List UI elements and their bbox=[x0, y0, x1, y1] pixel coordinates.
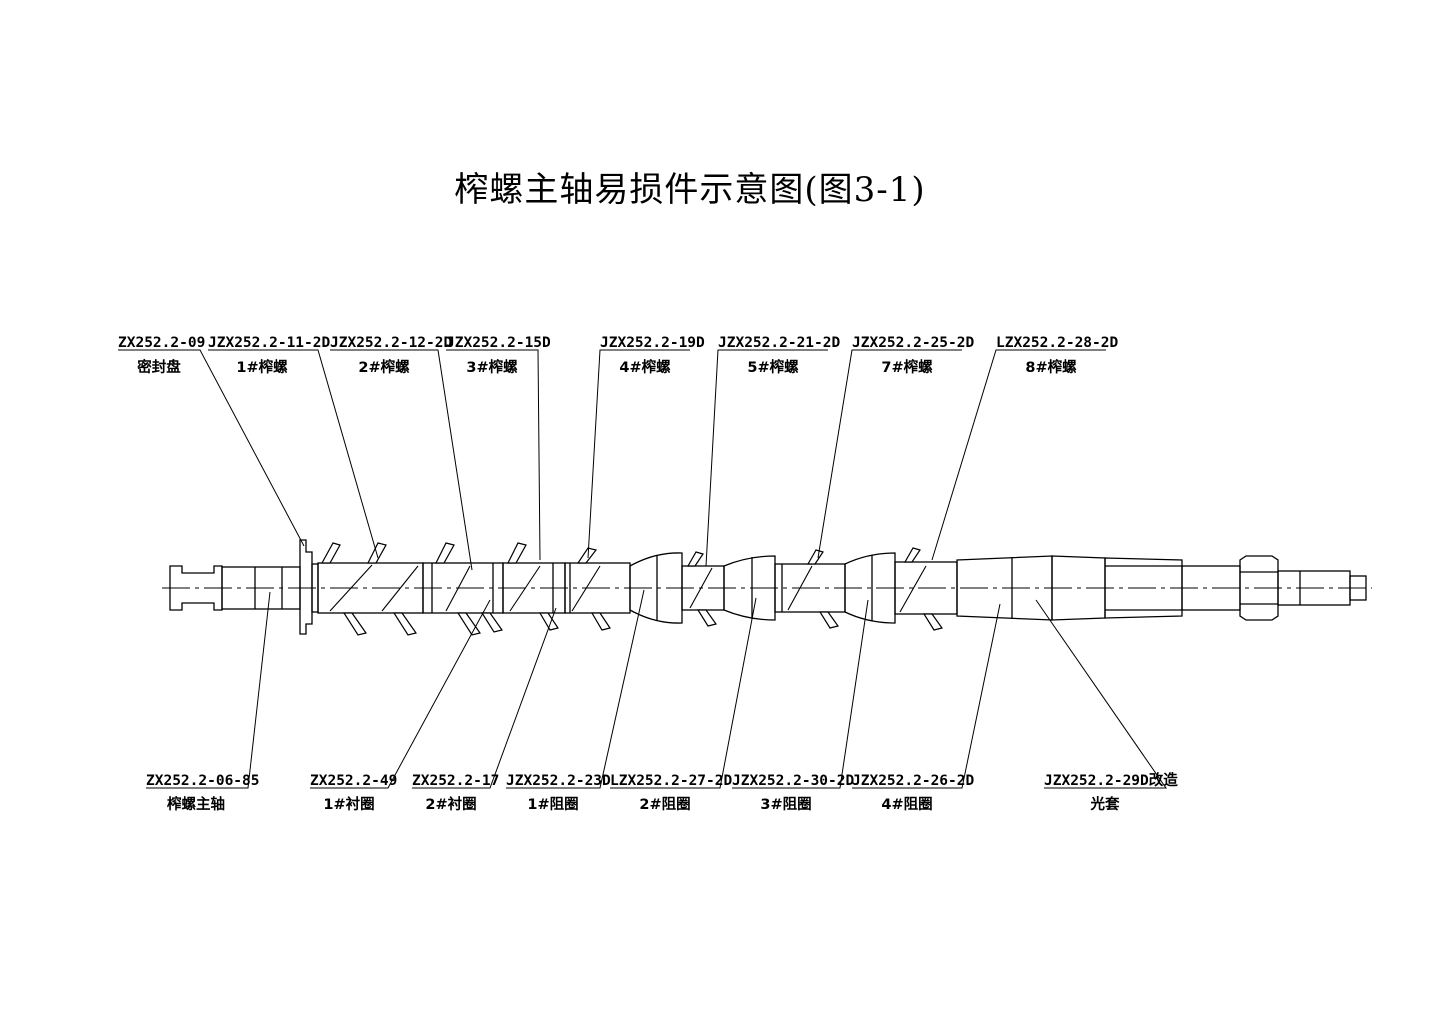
leader-lines bbox=[118, 349, 1167, 789]
label-ring-1-name: 1#阻圈 bbox=[527, 796, 578, 813]
label-liner-2-name: 2#衬圈 bbox=[425, 795, 476, 813]
label-ring-3-name: 3#阻圈 bbox=[760, 796, 811, 813]
label-ring-1-code: JZX252.2-23D bbox=[506, 773, 611, 789]
label-seal-disc-code: ZX252.2-09 bbox=[118, 335, 205, 351]
shaft-left-end bbox=[169, 565, 223, 611]
lock-nut bbox=[1239, 555, 1279, 621]
label-ring-3-code: JZX252.2-30-2D bbox=[732, 773, 854, 789]
label-main-shaft-name: 榨螺主轴 bbox=[167, 795, 225, 813]
label-seal-disc-name: 密封盘 bbox=[137, 358, 181, 376]
label-screw-2-code: JZX252.2-12-2D bbox=[330, 335, 452, 351]
shaft-body bbox=[162, 539, 1372, 635]
label-ring-4-code: JZX252.2-26-2D bbox=[852, 773, 974, 789]
ring-2 bbox=[723, 555, 776, 621]
label-screw-5-code: JZX252.2-21-2D bbox=[718, 335, 840, 351]
label-screw-4-name: 4#榨螺 bbox=[619, 358, 671, 376]
label-screw-4-code: JZX252.2-19D bbox=[600, 335, 705, 351]
thread-marks bbox=[329, 564, 927, 613]
ring-1 bbox=[629, 552, 683, 624]
label-screw-5-name: 5#榨螺 bbox=[747, 358, 799, 376]
label-screw-7-name: 7#榨螺 bbox=[881, 358, 933, 376]
label-sleeve-name: 光套 bbox=[1090, 795, 1120, 813]
drawing-title: 榨螺主轴易损件示意图(图3-1) bbox=[454, 170, 926, 210]
label-screw-3-name: 3#榨螺 bbox=[466, 358, 518, 376]
label-sleeve-code: JZX252.2-29D改造 bbox=[1044, 771, 1178, 789]
label-screw-3-code: JZX252.2-15D bbox=[446, 335, 551, 351]
seal-disc bbox=[299, 539, 313, 635]
label-screw-8-code: LZX252.2-28-2D bbox=[996, 335, 1118, 351]
ring-3 bbox=[844, 552, 896, 624]
label-screw-7-code: JZX252.2-25-2D bbox=[852, 335, 974, 351]
screw-flights bbox=[320, 542, 944, 636]
label-ring-4-name: 4#阻圈 bbox=[881, 796, 932, 813]
label-screw-2-name: 2#榨螺 bbox=[358, 358, 410, 376]
label-screw-1-code: JZX252.2-11-2D bbox=[208, 335, 330, 351]
label-main-shaft-code: ZX252.2-06-85 bbox=[146, 773, 260, 789]
label-liner-1-name: 1#衬圈 bbox=[323, 795, 374, 813]
label-liner-2-code: ZX252.2-17 bbox=[412, 773, 499, 789]
label-ring-2-code: LZX252.2-27-2D bbox=[610, 773, 732, 789]
label-liner-1-code: ZX252.2-49 bbox=[310, 773, 397, 789]
label-ring-2-name: 2#阻圈 bbox=[639, 796, 690, 813]
label-screw-8-name: 8#榨螺 bbox=[1025, 358, 1077, 376]
label-screw-1-name: 1#榨螺 bbox=[236, 358, 288, 376]
